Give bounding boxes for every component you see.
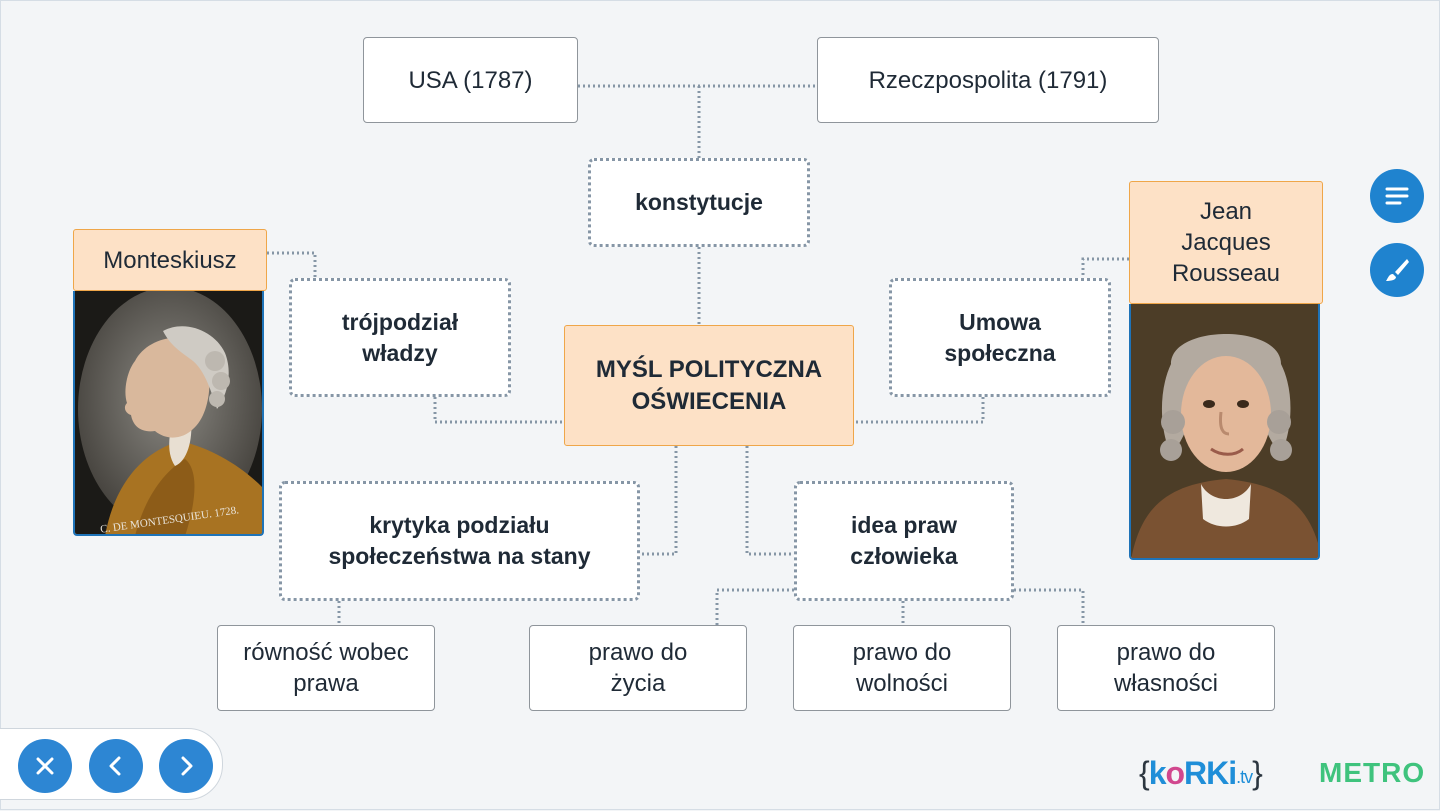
connector-rights-life (715, 588, 794, 625)
connector-montesquieu-separation (267, 251, 317, 278)
node-human-rights[interactable]: idea praw człowieka (794, 481, 1014, 601)
node-social-contract-label: Umowa społeczna (944, 308, 1056, 366)
previous-button[interactable] (89, 739, 143, 793)
connector-contract-center (854, 397, 985, 424)
close-icon (36, 757, 54, 775)
node-right-to-property[interactable]: prawo do własności (1057, 625, 1275, 711)
metro-logo: METRO (1319, 751, 1425, 795)
korki-letter-k: k (1148, 754, 1167, 791)
node-konstytucje[interactable]: konstytucje (588, 158, 810, 247)
korki-brace-close: } (1252, 754, 1263, 791)
node-usa-label: USA (1787) (408, 66, 533, 94)
connector-center-estates (640, 446, 678, 556)
korki-brace-open: { (1139, 754, 1150, 791)
node-right-to-property-label: prawo do własności (1113, 639, 1219, 697)
notes-button[interactable] (1370, 169, 1424, 223)
brush-button[interactable] (1370, 243, 1424, 297)
node-poland[interactable]: Rzeczpospolita (1791) (817, 37, 1159, 123)
rousseau-portrait (1129, 304, 1320, 560)
node-estates-label: krytyka podziału społeczeństwa na stany (328, 512, 591, 569)
node-equality-label: równość wobec prawa (243, 639, 409, 697)
node-human-rights-label: idea praw człowieka (850, 512, 958, 569)
metro-logo-text: METRO (1319, 757, 1426, 788)
chevron-right-icon (181, 756, 193, 776)
korki-logo: { k o R K i .tv } (1139, 751, 1263, 795)
montesquieu-portrait: C. DE MONTESQUIEU. 1728. (73, 291, 264, 536)
brush-icon (1386, 259, 1409, 281)
korki-letter-i: i (1228, 754, 1237, 791)
rousseau-name-card[interactable]: Jean Jacques Rousseau (1129, 181, 1323, 304)
node-usa[interactable]: USA (1787) (363, 37, 578, 123)
korki-letter-o: o (1165, 754, 1185, 791)
korki-letter-r: R (1184, 754, 1207, 791)
node-poland-label: Rzeczpospolita (1791) (868, 66, 1108, 94)
close-button[interactable] (18, 739, 72, 793)
node-separation[interactable]: trójpodział władzy (289, 278, 511, 397)
node-right-to-life-label: prawo do życia (588, 639, 688, 697)
node-social-contract[interactable]: Umowa społeczna (889, 278, 1111, 397)
node-center-label: MYŚL POLITYCZNA OŚWIECENIA (595, 355, 823, 415)
korki-tv: .tv (1236, 766, 1253, 787)
node-right-to-life[interactable]: prawo do życia (529, 625, 747, 711)
next-button[interactable] (159, 739, 213, 793)
connector-center-rights (745, 446, 794, 556)
node-konstytucje-label: konstytucje (635, 189, 763, 215)
connector-rousseau-contract (1081, 257, 1129, 278)
node-right-to-liberty[interactable]: prawo do wolności (793, 625, 1011, 711)
montesquieu-name-card[interactable]: Monteskiusz (73, 229, 267, 291)
chevron-left-icon (109, 756, 121, 776)
rousseau-name: Jean Jacques Rousseau (1171, 198, 1281, 287)
montesquieu-name: Monteskiusz (103, 246, 237, 274)
node-center[interactable]: MYŚL POLITYCZNA OŚWIECENIA (564, 325, 854, 446)
connector-separation-center (433, 397, 564, 424)
node-separation-label: trójpodział władzy (341, 308, 459, 366)
node-equality[interactable]: równość wobec prawa (217, 625, 435, 711)
connector-rights-property (1014, 588, 1085, 625)
notes-icon (1385, 187, 1409, 205)
node-estates[interactable]: krytyka podziału społeczeństwa na stany (279, 481, 640, 601)
korki-letter-k2: K (1206, 754, 1229, 791)
node-right-to-liberty-label: prawo do wolności (852, 639, 952, 697)
